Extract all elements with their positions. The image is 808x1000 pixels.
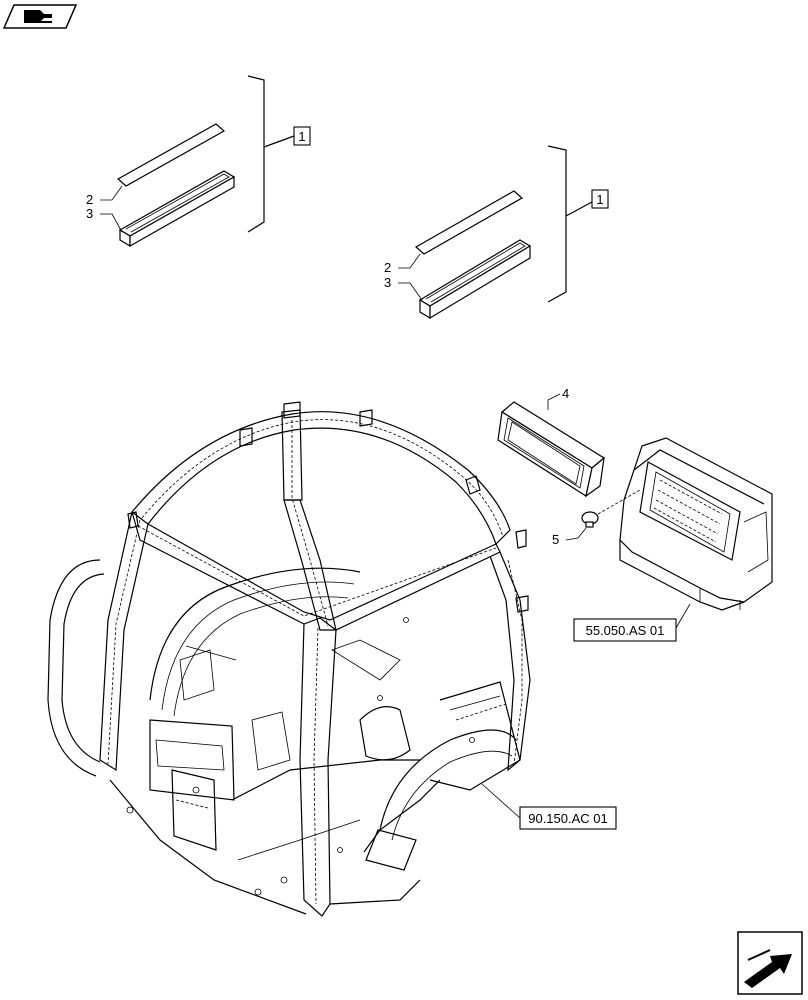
cab-frame-leader (481, 783, 521, 819)
plug (565, 489, 641, 541)
cabin-filter (497, 393, 606, 498)
callout-a-item-2: 2 (86, 192, 93, 207)
callout-b-item-3: 3 (384, 275, 391, 290)
next-page-arrow-icon[interactable] (737, 931, 803, 995)
callout-item-4: 4 (562, 386, 569, 401)
filter-set-a (100, 75, 295, 248)
callout-a-bracket-label: 1 (298, 129, 305, 144)
callout-b-item-2: 2 (384, 260, 391, 275)
callout-item-5: 5 (552, 532, 559, 547)
hvac-housing (619, 437, 773, 611)
ref-hvac-unit-label: 55.050.AS 01 (586, 623, 665, 638)
callout-a-bracket: 1 (293, 126, 311, 146)
ref-cab-frame[interactable]: 90.150.AC 01 (519, 806, 617, 830)
filter-set-b (398, 145, 593, 320)
callout-b-bracket-label: 1 (596, 192, 603, 207)
ref-hvac-unit[interactable]: 55.050.AS 01 (573, 618, 677, 642)
cab-frame (47, 401, 531, 917)
callout-b-bracket: 1 (591, 189, 609, 209)
book-arrow-icon[interactable] (2, 4, 78, 29)
ref-cab-frame-label: 90.150.AC 01 (528, 811, 608, 826)
callout-a-item-3: 3 (86, 206, 93, 221)
hvac-leader (675, 603, 691, 629)
